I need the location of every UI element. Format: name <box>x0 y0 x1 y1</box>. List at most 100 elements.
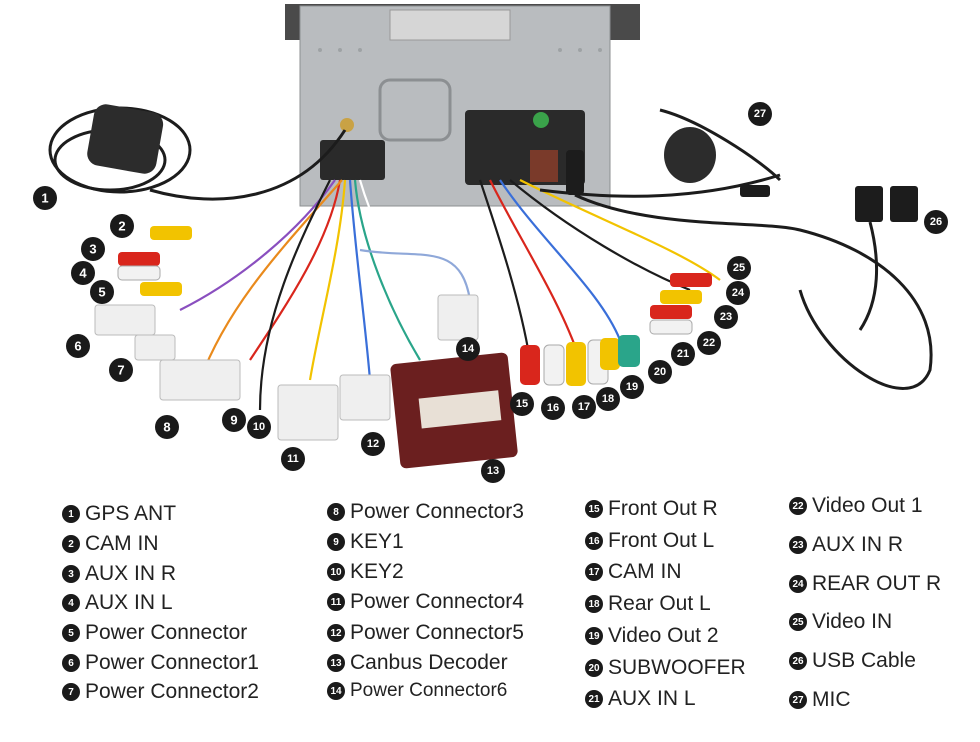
callout-23: 23 <box>714 305 738 329</box>
callout-21: 21 <box>671 342 695 366</box>
connectors <box>94 294 479 441</box>
legend-label: Power Connector5 <box>350 621 524 644</box>
legend-label: MIC <box>812 688 851 711</box>
legend-item: 7 Power Connector2 <box>62 680 259 704</box>
legend-label: Rear Out L <box>608 592 711 615</box>
legend-number: 3 <box>62 565 80 583</box>
svg-text:8: 8 <box>163 420 170 435</box>
callout-9: 9 <box>222 408 246 432</box>
legend-number: 21 <box>585 690 603 708</box>
callout-4: 4 <box>71 261 95 285</box>
head-unit-chassis <box>285 4 640 207</box>
legend-label: Power Connector6 <box>350 680 508 701</box>
legend-label: SUBWOOFER <box>608 656 746 679</box>
legend-label: USB Cable <box>812 649 916 672</box>
callout-10: 10 <box>247 415 271 439</box>
svg-text:24: 24 <box>732 287 745 299</box>
svg-text:5: 5 <box>98 285 105 300</box>
callout-13: 13 <box>481 459 505 483</box>
legend-number: 12 <box>327 624 345 642</box>
callout-15: 15 <box>510 392 534 416</box>
legend-label: AUX IN L <box>608 687 696 710</box>
legend-label: Canbus Decoder <box>350 651 508 674</box>
legend-item: 12 Power Connector5 <box>327 621 524 645</box>
legend-label: REAR OUT R <box>812 572 942 595</box>
legend-item: 1 GPS ANT <box>62 502 176 526</box>
legend-number: 7 <box>62 683 80 701</box>
svg-text:22: 22 <box>703 337 715 349</box>
svg-text:2: 2 <box>118 219 125 234</box>
callout-8: 8 <box>155 415 179 439</box>
callout-26: 26 <box>924 210 948 234</box>
legend-label: Front Out L <box>608 529 715 552</box>
callout-19: 19 <box>620 375 644 399</box>
legend-number: 25 <box>789 613 807 631</box>
legend-label: KEY2 <box>350 560 404 583</box>
legend-number: 26 <box>789 652 807 670</box>
legend-number: 14 <box>327 682 345 700</box>
legend-item: 27 MIC <box>789 688 851 712</box>
legend-number: 10 <box>327 563 345 581</box>
legend-number: 22 <box>789 497 807 515</box>
callout-22: 22 <box>697 331 721 355</box>
legend-item: 10 KEY2 <box>327 560 404 584</box>
legend-label: GPS ANT <box>85 502 177 525</box>
svg-text:12: 12 <box>367 438 379 450</box>
svg-text:25: 25 <box>733 262 745 274</box>
svg-text:9: 9 <box>230 413 237 428</box>
legend-label: Power Connector4 <box>350 590 524 613</box>
legend-label: Power Connector <box>85 621 248 644</box>
svg-text:10: 10 <box>253 421 265 433</box>
legend-number: 17 <box>585 563 603 581</box>
legend-number: 6 <box>62 654 80 672</box>
svg-text:15: 15 <box>516 398 528 410</box>
mic <box>659 108 782 197</box>
legend-label: Video Out 2 <box>608 624 719 647</box>
legend-number: 13 <box>327 654 345 672</box>
legend-item: 8 Power Connector3 <box>327 500 524 524</box>
callout-3: 3 <box>81 237 105 261</box>
legend-number: 19 <box>585 627 603 645</box>
legend-label: AUX IN R <box>85 562 177 585</box>
legend-label: Front Out R <box>608 497 718 520</box>
svg-text:19: 19 <box>626 381 638 393</box>
legend-number: 9 <box>327 533 345 551</box>
callout-2: 2 <box>110 214 134 238</box>
svg-text:16: 16 <box>547 402 559 414</box>
svg-text:21: 21 <box>677 348 689 360</box>
svg-text:20: 20 <box>654 366 666 378</box>
callout-7: 7 <box>109 358 133 382</box>
callout-5: 5 <box>90 280 114 304</box>
legend-label: Power Connector3 <box>350 500 524 523</box>
legend-item: 14 Power Connector6 <box>327 680 507 702</box>
legend-number: 1 <box>62 505 80 523</box>
legend-number: 8 <box>327 503 345 521</box>
legend-number: 16 <box>585 532 603 550</box>
legend-label: Power Connector2 <box>85 680 259 703</box>
usb-cable <box>855 186 918 331</box>
legend-number: 2 <box>62 535 80 553</box>
callout-14: 14 <box>456 337 480 361</box>
svg-text:27: 27 <box>754 108 766 120</box>
callout-17: 17 <box>572 395 596 419</box>
svg-text:17: 17 <box>578 401 590 413</box>
callout-12: 12 <box>361 432 385 456</box>
callout-16: 16 <box>541 396 565 420</box>
callout-1: 1 <box>33 186 57 210</box>
legend-item: 21 AUX IN L <box>585 687 696 711</box>
legend-number: 27 <box>789 691 807 709</box>
svg-text:1: 1 <box>41 191 48 206</box>
legend-label: AUX IN R <box>812 533 904 556</box>
svg-text:3: 3 <box>89 242 96 257</box>
legend-item: 13 Canbus Decoder <box>327 651 508 675</box>
